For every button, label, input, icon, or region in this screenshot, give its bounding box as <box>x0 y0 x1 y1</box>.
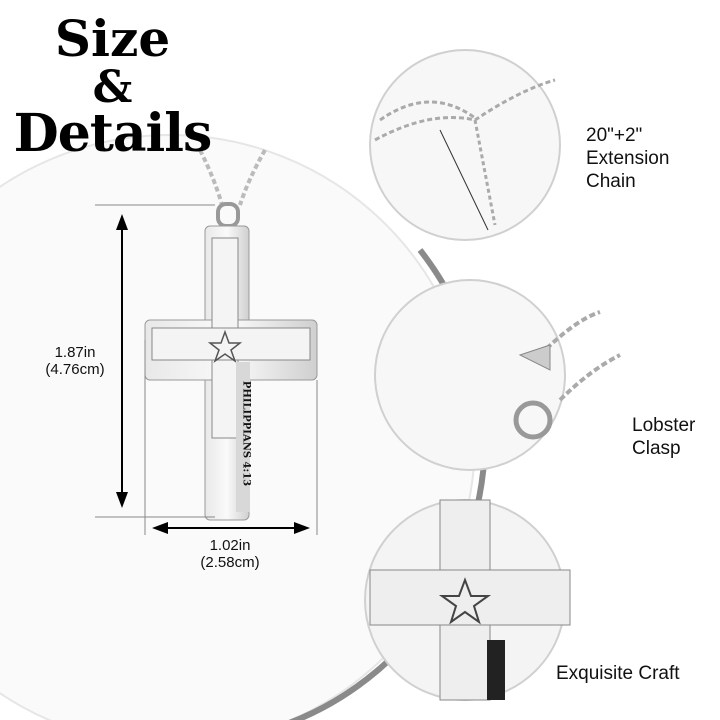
feature-text: Extension <box>586 148 670 169</box>
feature-text: Clasp <box>632 438 681 459</box>
engraving-text: PHILIPPIANS 4:13 <box>240 380 252 487</box>
cross-pendant <box>144 225 318 521</box>
title-line-2: & <box>92 62 133 113</box>
height-in: 1.87in <box>54 344 96 361</box>
title-line-3: Details <box>13 103 213 164</box>
detail-circle-chain <box>369 49 561 241</box>
width-in: 1.02in <box>209 537 251 554</box>
feature-extension-chain: 20"+2" Extension Chain <box>586 124 669 193</box>
width-cm: (2.58cm) <box>200 554 260 571</box>
feature-text: Chain <box>586 171 636 192</box>
detail-circle-clasp <box>374 279 566 471</box>
feature-text: 20"+2" <box>586 125 643 146</box>
feature-text: Lobster <box>632 415 696 436</box>
chain <box>198 149 267 206</box>
title-line-1: Size <box>54 9 171 68</box>
feature-exquisite-craft: Exquisite Craft <box>556 662 680 685</box>
height-dimension: 1.87in (4.76cm) <box>30 344 120 378</box>
height-cm: (4.76cm) <box>45 361 105 378</box>
width-dimension: 1.02in (2.58cm) <box>180 537 280 571</box>
feature-text: Exquisite Craft <box>556 663 680 684</box>
feature-lobster-clasp: Lobster Clasp <box>632 414 695 460</box>
